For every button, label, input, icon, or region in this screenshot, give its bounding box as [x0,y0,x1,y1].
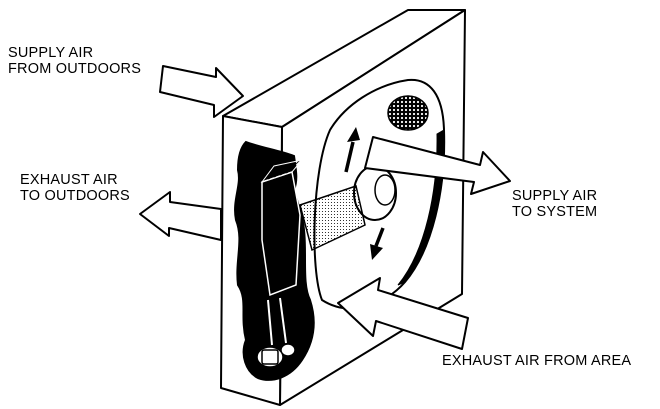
rotary-wheel [299,78,446,310]
rotation-arrow-down [370,227,385,260]
wheel-hub-cap [374,174,396,206]
housing-cutaway [234,140,315,381]
media-stack [261,171,301,297]
wheel-mesh-window [387,95,429,131]
drive-motor [256,297,296,368]
label-line: EXHAUST AIR FROM AREA [442,353,632,369]
label-line: TO OUTDOORS [20,188,130,204]
wheel-shaft [299,185,366,252]
media-stack-top [260,159,304,183]
label-line: SUPPLY AIR [8,45,94,61]
label-exhaust-air-from-area: EXHAUST AIR FROM AREA [442,353,631,369]
label-line: EXHAUST AIR [20,172,118,188]
arrow-supply-from-outdoors [159,65,244,118]
label-line: FROM OUTDOORS [8,61,142,77]
arrow-supply-to-system [364,136,511,195]
rotation-arrow-up [344,127,360,173]
label-supply-air-from-outdoors: SUPPLY AIR FROM OUTDOORS [8,45,141,77]
label-line: SUPPLY AIR [512,188,598,204]
arrow-exhaust-to-outdoors [139,191,222,241]
label-supply-air-to-system: SUPPLY AIR TO SYSTEM [512,188,597,220]
label-exhaust-air-to-outdoors: EXHAUST AIR TO OUTDOORS [20,172,130,204]
label-line: TO SYSTEM [512,204,598,220]
arrow-exhaust-from-area [337,277,469,350]
wheel-rim [397,129,445,286]
